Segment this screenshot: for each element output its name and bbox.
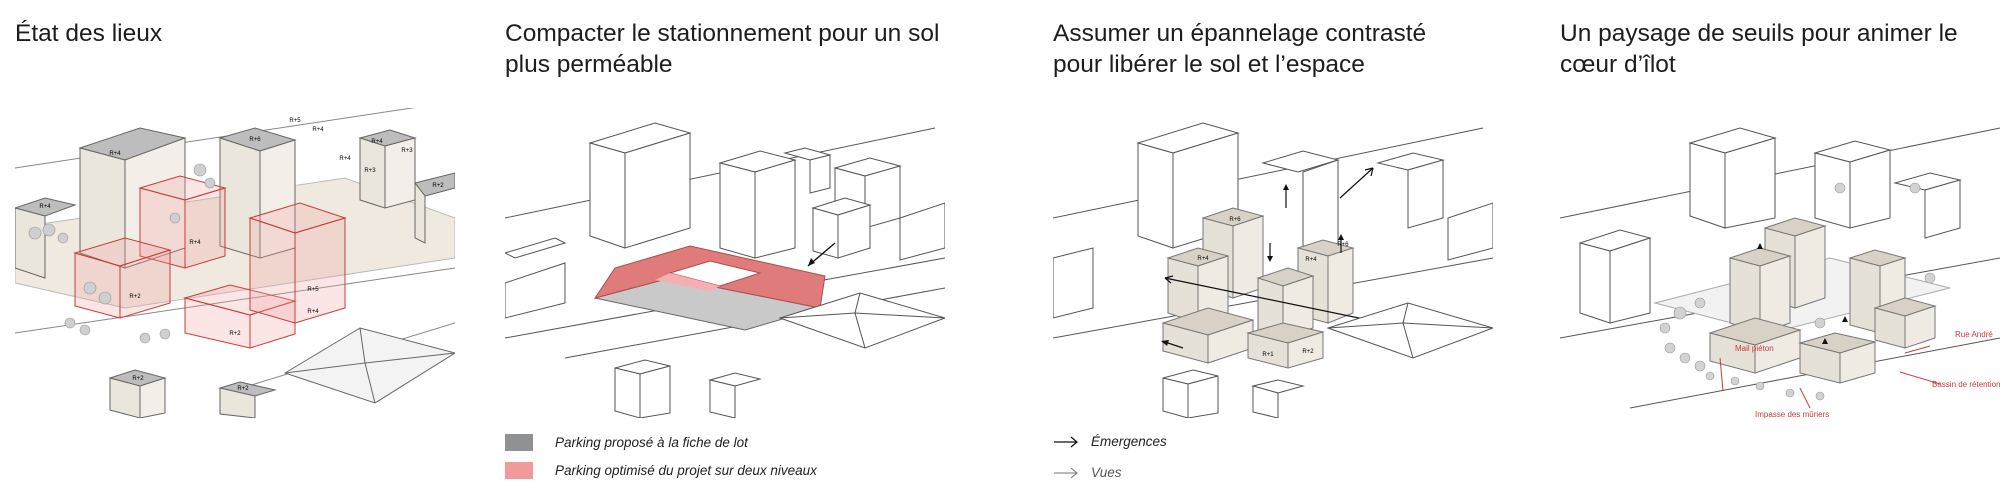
annotation-mail-pieton: Mail piéton — [1735, 344, 1774, 353]
panel-title: Assumer un épannelage contrasté pour lib… — [1053, 20, 1427, 78]
panel-title: Compacter le stationnement pour un sol p… — [505, 20, 940, 78]
height-label: R+4 — [312, 127, 324, 133]
panel-title: État des lieux — [15, 20, 163, 47]
arrow-right-icon — [1054, 436, 1078, 447]
panel-stationnement: Compacter le stationnement pour un sol p… — [505, 0, 945, 504]
annotation-rue-andre: Rue André — [1955, 330, 1993, 339]
height-label: R+4 — [109, 151, 121, 157]
height-label: R+2 — [132, 376, 144, 382]
legend-label: Vues — [1091, 465, 1122, 480]
height-label: R+3 — [401, 148, 413, 154]
height-label: R+2 — [1302, 349, 1314, 355]
axonometric-landscape: Mail piéton Rue André Bassin de rétentio… — [1560, 127, 2000, 418]
height-label: R+2 — [229, 331, 241, 337]
height-label: R+1 — [1262, 352, 1274, 358]
legend-label: Parking proposé à la fiche de lot — [555, 435, 748, 450]
legend-item-vues: Vues — [1053, 465, 1122, 480]
legend-item-parking-optimised: Parking optimisé du projet sur deux nive… — [505, 462, 817, 479]
height-label: R+5 — [289, 118, 301, 124]
height-label: R+6 — [1337, 242, 1349, 248]
legend-swatch — [505, 434, 533, 451]
height-label: R+4 — [39, 204, 51, 210]
legend-label: Parking optimisé du projet sur deux nive… — [555, 463, 817, 478]
legend-item-emergences: Émergences — [1053, 434, 1167, 449]
height-label: R+4 — [1197, 256, 1209, 262]
legend-swatch — [505, 462, 533, 479]
axonometric-existing: R+4 R+4 R+6 R+5 R+4 R+4 R+3 R+4 R+3 R+2 — [15, 108, 455, 418]
height-label: R+4 — [339, 156, 351, 162]
height-label: R+6 — [1229, 217, 1241, 223]
panel-etat-des-lieux: État des lieux R+4 R+4 R+6 R+5 R+4 — [15, 0, 455, 504]
height-label: R+4 — [371, 139, 383, 145]
panel-paysage-seuils: Un paysage de seuils pour animer le cœur… — [1560, 0, 2000, 504]
arrow-right-icon — [1054, 467, 1078, 478]
height-label: R+2 — [129, 294, 141, 300]
panel-epannelage: Assumer un épannelage contrasté pour lib… — [1053, 0, 1493, 504]
axonometric-heights: R+6 R+4 R+4 R+6 R+1 R+2 — [1053, 122, 1493, 418]
legend-item-parking-proposed: Parking proposé à la fiche de lot — [505, 434, 748, 451]
legend-label: Émergences — [1091, 434, 1167, 449]
panel-title: Un paysage de seuils pour animer le cœur… — [1560, 20, 1958, 78]
annotation-bassin-retention: Bassin de rétention — [1932, 380, 2000, 389]
height-label: R+2 — [237, 386, 249, 392]
height-label: R+3 — [364, 168, 376, 174]
height-label: R+5 — [307, 287, 319, 293]
height-label: R+2 — [432, 183, 444, 189]
height-label: R+4 — [1305, 257, 1317, 263]
axonometric-parking — [505, 122, 945, 418]
height-label: R+4 — [307, 309, 319, 315]
height-label: R+4 — [189, 240, 201, 246]
annotation-impasse-muriers: Impasse des mûriers — [1755, 410, 1829, 418]
height-label: R+6 — [249, 137, 261, 143]
